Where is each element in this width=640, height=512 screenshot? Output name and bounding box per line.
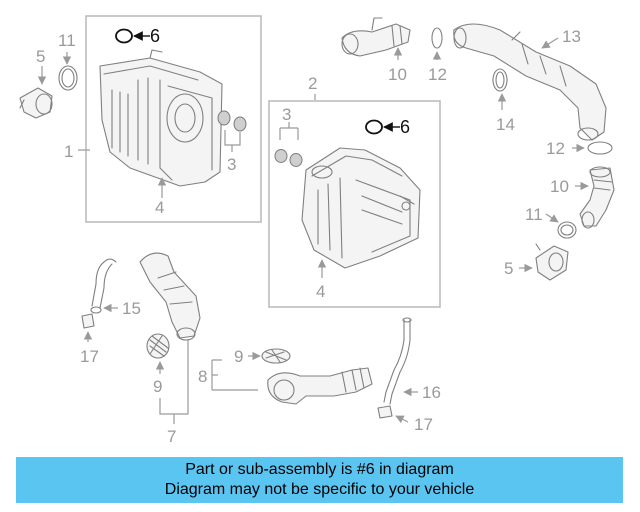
- mesh-9a: [146, 333, 170, 359]
- callout-17b: 17: [414, 415, 433, 434]
- callout-6b: 6: [400, 117, 410, 137]
- info-banner: Part or sub-assembly is #6 in diagram Di…: [16, 457, 623, 503]
- air-cleaner-assembly-box-center: [268, 100, 441, 308]
- mass-air-flow-sensor-left: [19, 87, 53, 119]
- banner-line-2: Diagram may not be specific to your vehi…: [164, 481, 475, 498]
- clamp-14: [492, 68, 508, 92]
- mass-air-flow-sensor-right: [535, 243, 569, 281]
- callout-12a: 12: [428, 65, 447, 84]
- intake-hose-10-top: [341, 17, 411, 57]
- callout-6a: 6: [150, 26, 160, 46]
- callout-1: 1: [64, 142, 73, 161]
- callout-9b: 9: [234, 347, 243, 366]
- intake-hose-10-right: [579, 166, 615, 229]
- callout-3b: 3: [282, 105, 291, 124]
- air-cleaner-housing-center: [301, 147, 421, 269]
- intake-hose-8: [267, 367, 373, 405]
- callout-11a: 11: [58, 31, 76, 50]
- callout-12b: 12: [546, 139, 565, 158]
- clamp-11b: [557, 221, 577, 239]
- air-cleaner-housing-left: [99, 49, 223, 187]
- callout-17a: 17: [80, 347, 99, 366]
- callout-5b: 5: [504, 259, 513, 278]
- clip-17a: [81, 313, 95, 329]
- callout-4b: 4: [316, 282, 325, 301]
- seal-ring-6a: [115, 28, 133, 44]
- callout-2: 2: [308, 74, 317, 93]
- callout-10b: 10: [550, 177, 569, 196]
- callout-16: 16: [422, 383, 441, 402]
- clamp-11a: [58, 65, 78, 91]
- breather-hose-16: [383, 317, 412, 405]
- grommets-3a: [217, 110, 247, 132]
- clamp-12b: [587, 141, 613, 155]
- clip-17b: [377, 405, 393, 419]
- callout-10a: 10: [388, 65, 407, 84]
- intake-hose-7: [139, 252, 201, 341]
- breather-hose-15: [90, 258, 117, 314]
- callout-11b: 11: [525, 205, 543, 224]
- callout-7: 7: [167, 427, 176, 446]
- callout-15: 15: [122, 299, 141, 318]
- seal-ring-6b: [365, 119, 383, 135]
- callout-3a: 3: [227, 155, 236, 174]
- callout-13: 13: [562, 27, 581, 46]
- air-cleaner-assembly-box-left: [85, 15, 262, 223]
- callout-4a: 4: [155, 198, 164, 217]
- callout-8: 8: [198, 367, 207, 386]
- clamp-12a: [431, 27, 443, 49]
- callout-14: 14: [496, 115, 515, 134]
- callout-9a: 9: [153, 377, 162, 396]
- intake-duct-13: [453, 23, 607, 141]
- mesh-9b: [261, 348, 291, 364]
- callout-5a: 5: [36, 47, 45, 66]
- grommets-3b: [274, 149, 303, 167]
- banner-line-1: Part or sub-assembly is #6 in diagram: [185, 461, 454, 478]
